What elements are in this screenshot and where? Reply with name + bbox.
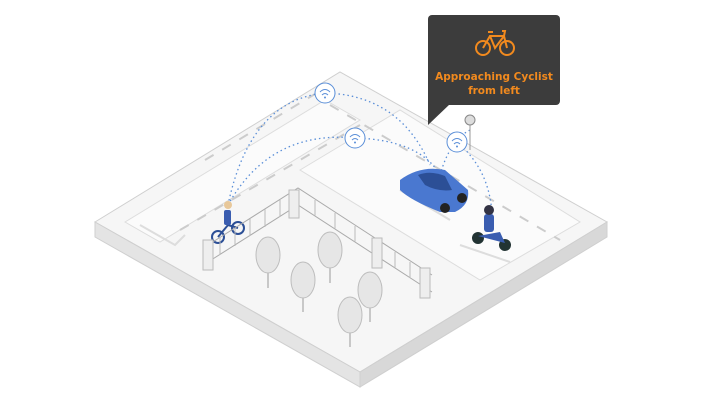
cyclist [211, 201, 245, 244]
wifi-icon [344, 127, 366, 149]
alert-line-2: from left [468, 85, 520, 97]
wifi-icon [314, 82, 336, 104]
street-platform [94, 71, 608, 388]
fence [202, 187, 433, 299]
wifi-icon [446, 131, 468, 153]
traffic-sign [464, 114, 476, 150]
bicycle-icon [475, 30, 515, 56]
trees [255, 231, 383, 347]
motorcycle-rider [472, 205, 511, 251]
car [400, 168, 469, 213]
signal-arcs [227, 92, 493, 216]
alert-line-1: Approaching Cyclist [435, 71, 553, 83]
alert-callout: Approaching Cyclist from left [428, 15, 560, 105]
